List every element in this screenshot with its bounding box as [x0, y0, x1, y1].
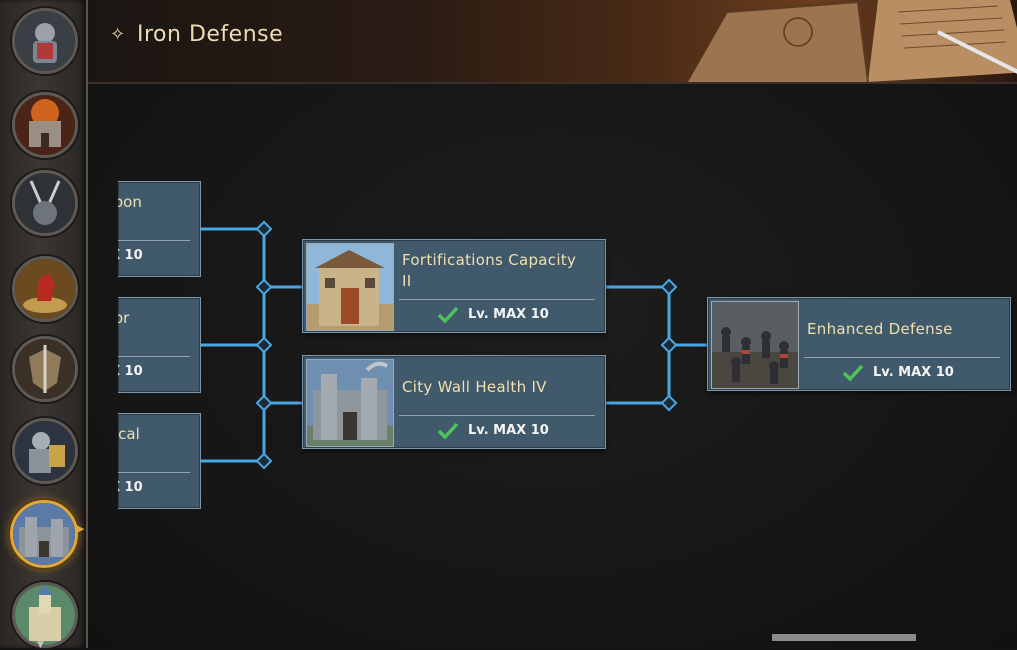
scroll-down-icon[interactable]: ▼	[37, 640, 44, 650]
skill-level: Lv. MAX 10	[468, 423, 549, 438]
skill-name-line2: II	[402, 272, 412, 290]
compass-star-icon: ✧	[110, 24, 126, 45]
skill-level: X 10	[118, 248, 143, 263]
skill-node-enhanced-defense[interactable]: Enhanced Defense Lv. MAX 10	[707, 297, 1011, 391]
skill-node-partial-1[interactable]: oon X 10	[118, 181, 201, 277]
header-banner: ✧ Iron Defense	[88, 0, 1017, 84]
connector-lines	[200, 220, 708, 470]
check-icon	[437, 306, 459, 324]
check-icon	[437, 422, 459, 440]
skill-level: X 10	[118, 480, 143, 495]
fortification-building-icon	[306, 243, 394, 331]
weapons-rack-icon[interactable]	[12, 170, 78, 236]
skill-node-city-wall-health[interactable]: City Wall Health IV Lv. MAX 10	[302, 355, 606, 449]
divider	[399, 415, 595, 416]
skill-node-partial-2[interactable]: or X 10	[118, 297, 201, 393]
skill-level: Lv. MAX 10	[468, 307, 549, 322]
skill-name-line1: Fortifications Capacity	[402, 251, 577, 269]
active-indicator-icon: ▶	[76, 522, 85, 535]
skill-name: ical	[118, 425, 140, 443]
skill-name: Enhanced Defense	[807, 320, 953, 338]
horizontal-scrollbar[interactable]	[772, 634, 916, 641]
chess-knight-icon[interactable]	[12, 256, 78, 322]
city-wall-icon[interactable]	[10, 500, 78, 568]
page-title: Iron Defense	[137, 22, 284, 47]
armored-knight-icon[interactable]	[12, 8, 78, 74]
skill-level: Lv. MAX 10	[873, 365, 954, 380]
city-wall-icon	[306, 359, 394, 447]
skill-name: City Wall Health IV	[402, 378, 547, 396]
divider	[804, 357, 1000, 358]
skill-node-fortifications-capacity[interactable]: Fortifications Capacity II Lv. MAX 10	[302, 239, 606, 333]
skill-level: X 10	[118, 364, 143, 379]
check-icon	[842, 364, 864, 382]
army-soldiers-icon	[711, 301, 799, 389]
shield-swords-icon[interactable]	[12, 336, 78, 402]
category-sidebar: ▶ ▼	[0, 0, 88, 650]
divider	[118, 240, 190, 241]
skill-name: or	[118, 309, 130, 327]
skill-node-partial-3[interactable]: ical X 10	[118, 413, 201, 509]
divider	[118, 356, 190, 357]
divider	[118, 472, 190, 473]
skill-name: oon	[118, 193, 142, 211]
book-illustration	[688, 0, 1017, 82]
cavalry-armor-icon[interactable]	[12, 418, 78, 484]
divider	[399, 299, 595, 300]
castle-tower-icon[interactable]	[12, 582, 78, 648]
burning-castle-icon[interactable]	[12, 92, 78, 158]
